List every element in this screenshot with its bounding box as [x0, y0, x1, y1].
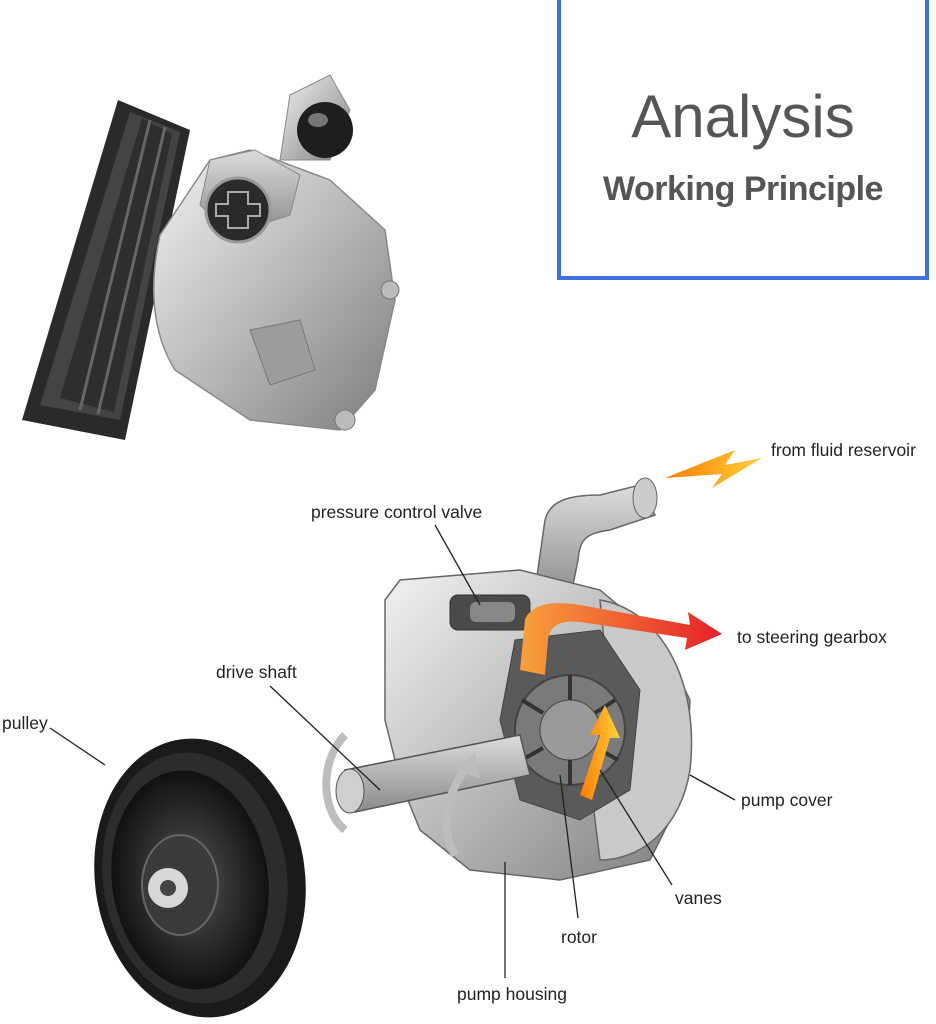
pump-photo-pulley: [22, 100, 190, 440]
label-pump-housing: pump housing: [457, 984, 567, 1004]
flow-arrow-outlet: [520, 603, 722, 675]
reservoir-arrow: [665, 450, 762, 488]
label-pump-cover: pump cover: [741, 790, 833, 810]
label-fluid-reservoir: from fluid reservoir: [771, 440, 916, 460]
pump-cutaway: [322, 477, 693, 881]
pulley-part: [94, 738, 306, 1018]
label-pulley: pulley: [2, 713, 48, 733]
label-drive-shaft: drive shaft: [216, 662, 297, 682]
label-vanes: vanes: [675, 888, 722, 908]
pump-photo: [22, 74, 400, 440]
page-subtitle: Working Principle: [603, 170, 883, 208]
page-title: Analysis: [631, 83, 855, 150]
label-pressure-control-valve: pressure control valve: [311, 502, 483, 522]
title-frame: Analysis Working Principle: [557, 0, 929, 280]
label-rotor: rotor: [561, 927, 597, 947]
label-steering-gearbox: to steering gearbox: [737, 627, 887, 647]
leader-lines: [49, 524, 736, 978]
flow-arrow-rotor: [580, 705, 620, 800]
